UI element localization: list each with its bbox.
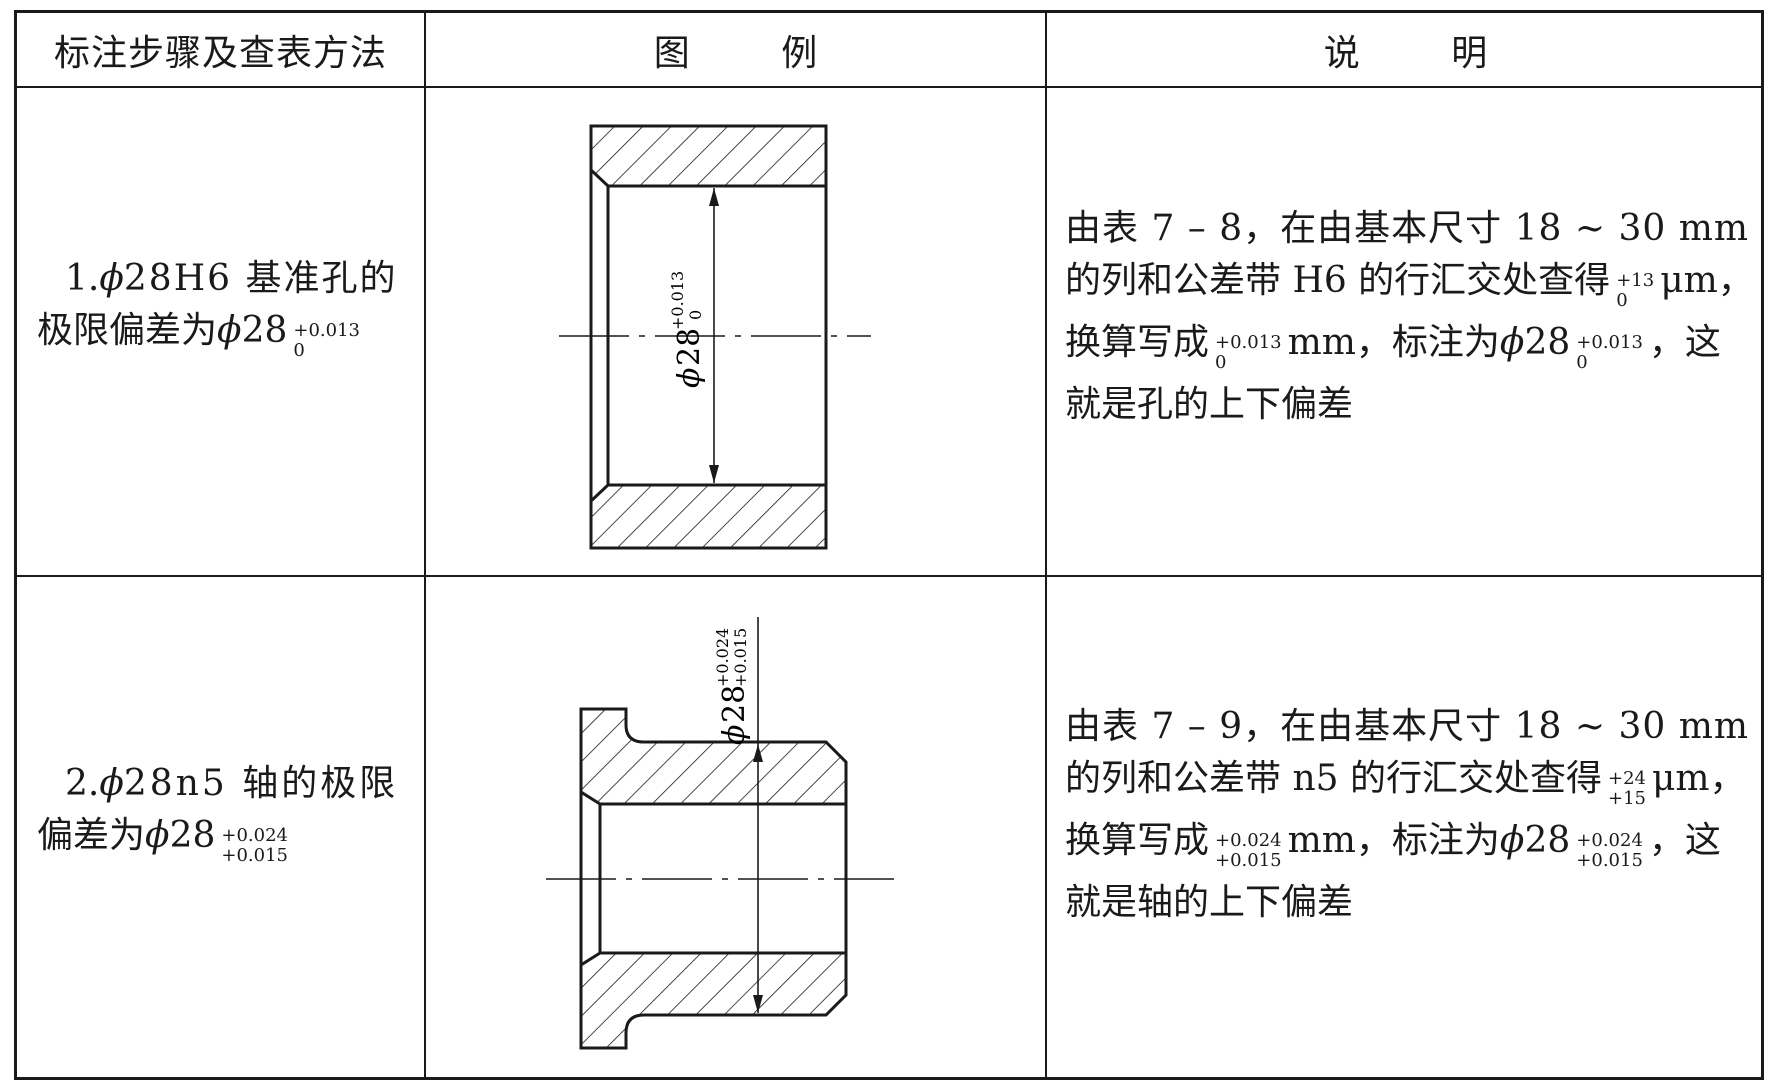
row2-step: 2. ϕ 28n5 轴的极限 偏差为 ϕ 28 +0.024 +0.015 <box>37 763 399 866</box>
tolerance-table: 标注步骤及查表方法 图 例 说 明 1. ϕ 28H6 基准孔的 极限偏差为 ϕ… <box>14 10 1764 1080</box>
dimension-value: 28 <box>717 685 752 723</box>
row1-step: 1. ϕ 28H6 基准孔的 极限偏差为 ϕ 28 +0.013 0 <box>37 258 398 361</box>
row1-description: 由表 7 – 8，在由基本尺寸 18 ~ 30 mm 的列和公差带 H6 的行汇… <box>1065 208 1754 425</box>
dimension-upper-tolerance: +0.013 <box>668 271 687 330</box>
shaft-section-figure: ϕ 28 +0.024 +0.015 <box>546 617 894 1050</box>
dimension-lower-tolerance: 0 <box>686 310 705 320</box>
row-divider <box>17 575 1761 577</box>
dimension-symbol: ϕ <box>717 725 752 745</box>
dimension-lower-tolerance: +0.015 <box>731 628 750 687</box>
dimension-upper-tolerance: +0.024 <box>713 628 732 687</box>
column-divider <box>1045 13 1047 1077</box>
header-figure: 图 例 <box>653 32 858 74</box>
dimension-symbol: ϕ <box>672 368 707 388</box>
row2-description: 由表 7 – 9，在由基本尺寸 18 ~ 30 mm 的列和公差带 n5 的行汇… <box>1065 706 1749 923</box>
tolerance-stack: +0.024 +0.015 <box>221 825 288 866</box>
header-description: 说 明 <box>1323 32 1528 74</box>
row-divider <box>17 86 1761 88</box>
dimension-value: 28 <box>672 328 707 366</box>
header-steps: 标注步骤及查表方法 <box>53 32 387 74</box>
column-divider <box>424 13 426 1077</box>
tolerance-stack: +0.013 0 <box>293 320 360 361</box>
hole-section-figure: ϕ 28 +0.013 0 <box>559 124 871 550</box>
